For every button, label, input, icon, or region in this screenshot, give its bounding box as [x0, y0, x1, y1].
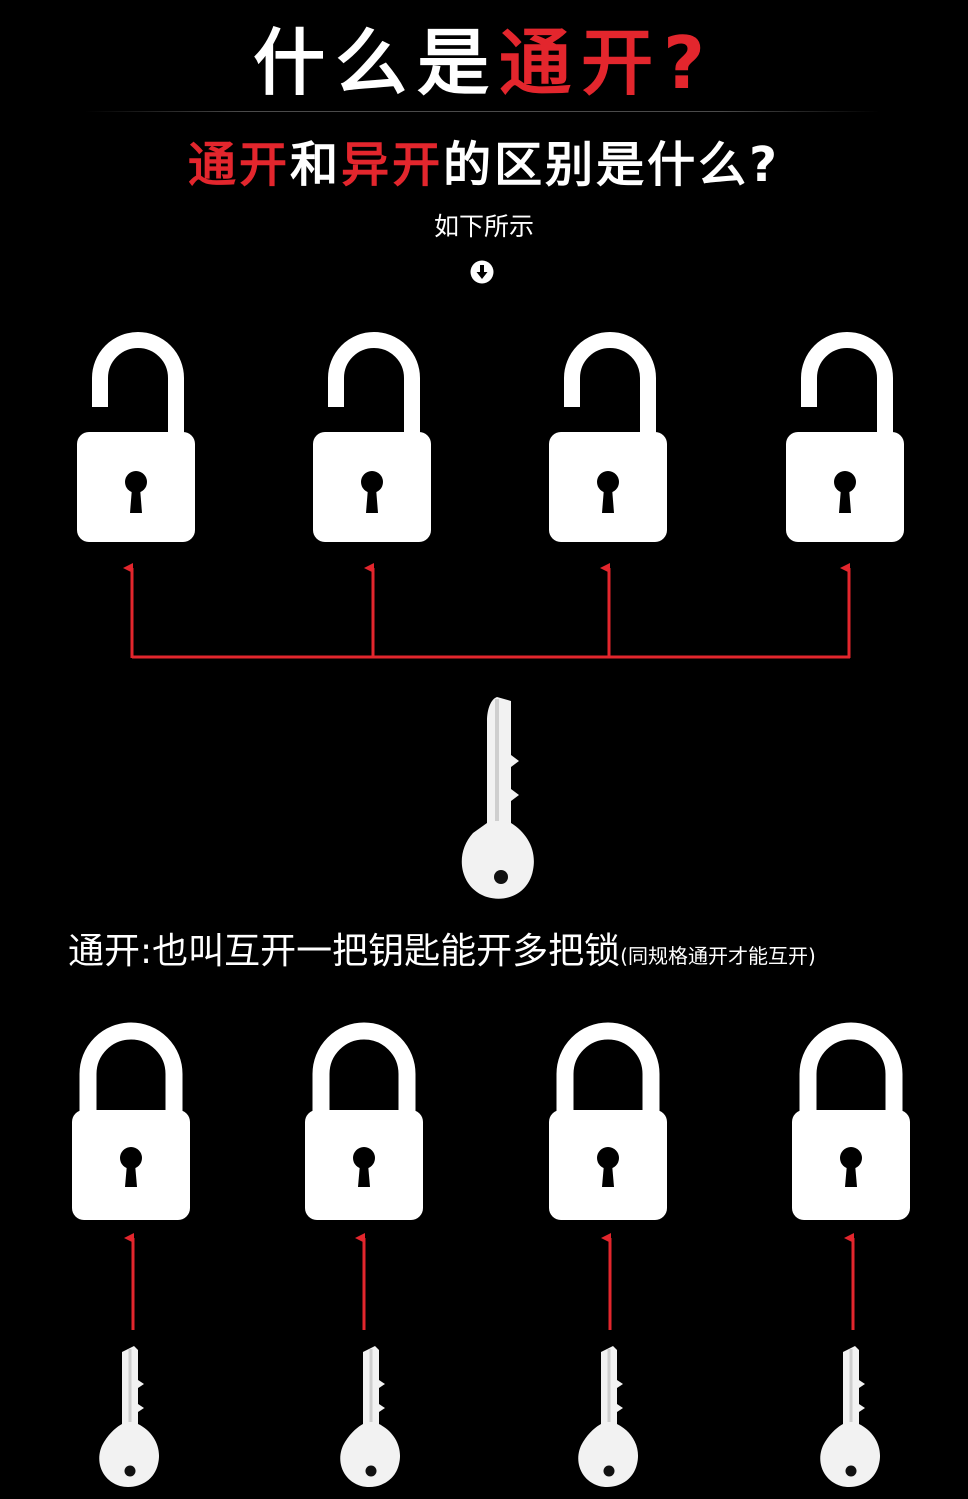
- subtitle-question: 的区别是什么?: [443, 137, 780, 193]
- subtitle-connector: 和: [290, 137, 342, 193]
- caption-text: 通开:也叫互开一把钥匙能开多把锁: [68, 931, 621, 972]
- open-padlock-icon: [313, 340, 431, 542]
- title-question-mark: ?: [663, 21, 715, 105]
- definition-caption: 通开:也叫互开一把钥匙能开多把锁(同规格通开才能互开): [68, 926, 958, 978]
- open-padlock-icon: [786, 340, 904, 542]
- key-icon: [576, 1344, 640, 1489]
- page-title: 什么是通开?: [0, 18, 968, 108]
- key-icon: [338, 1344, 402, 1489]
- closed-padlock-icon: [549, 1031, 667, 1220]
- subtitle: 通开和异开的区别是什么?: [0, 135, 968, 195]
- key-icon: [97, 1344, 161, 1489]
- hint-text: 如下所示: [433, 212, 534, 241]
- subtitle-term-yikai: 异开: [341, 137, 444, 193]
- open-padlock-icon: [77, 340, 195, 542]
- caption-note: (同规格通开才能互开): [620, 944, 816, 968]
- title-divider: [85, 111, 880, 112]
- open-padlock-icon: [549, 340, 667, 542]
- arrow-down-circle-icon: [470, 260, 494, 284]
- closed-padlock-icon: [792, 1031, 910, 1220]
- connector-arrows-top: [123, 563, 851, 659]
- closed-padlock-icon: [305, 1031, 423, 1220]
- connector-arrows-bottom: [124, 1233, 855, 1330]
- master-key-icon: [459, 695, 536, 901]
- closed-padlock-icon: [72, 1031, 190, 1220]
- title-plain: 什么是: [253, 21, 500, 105]
- subtitle-term-tongkai: 通开: [188, 137, 291, 193]
- key-icon: [818, 1344, 882, 1489]
- title-highlight: 通开: [499, 21, 664, 105]
